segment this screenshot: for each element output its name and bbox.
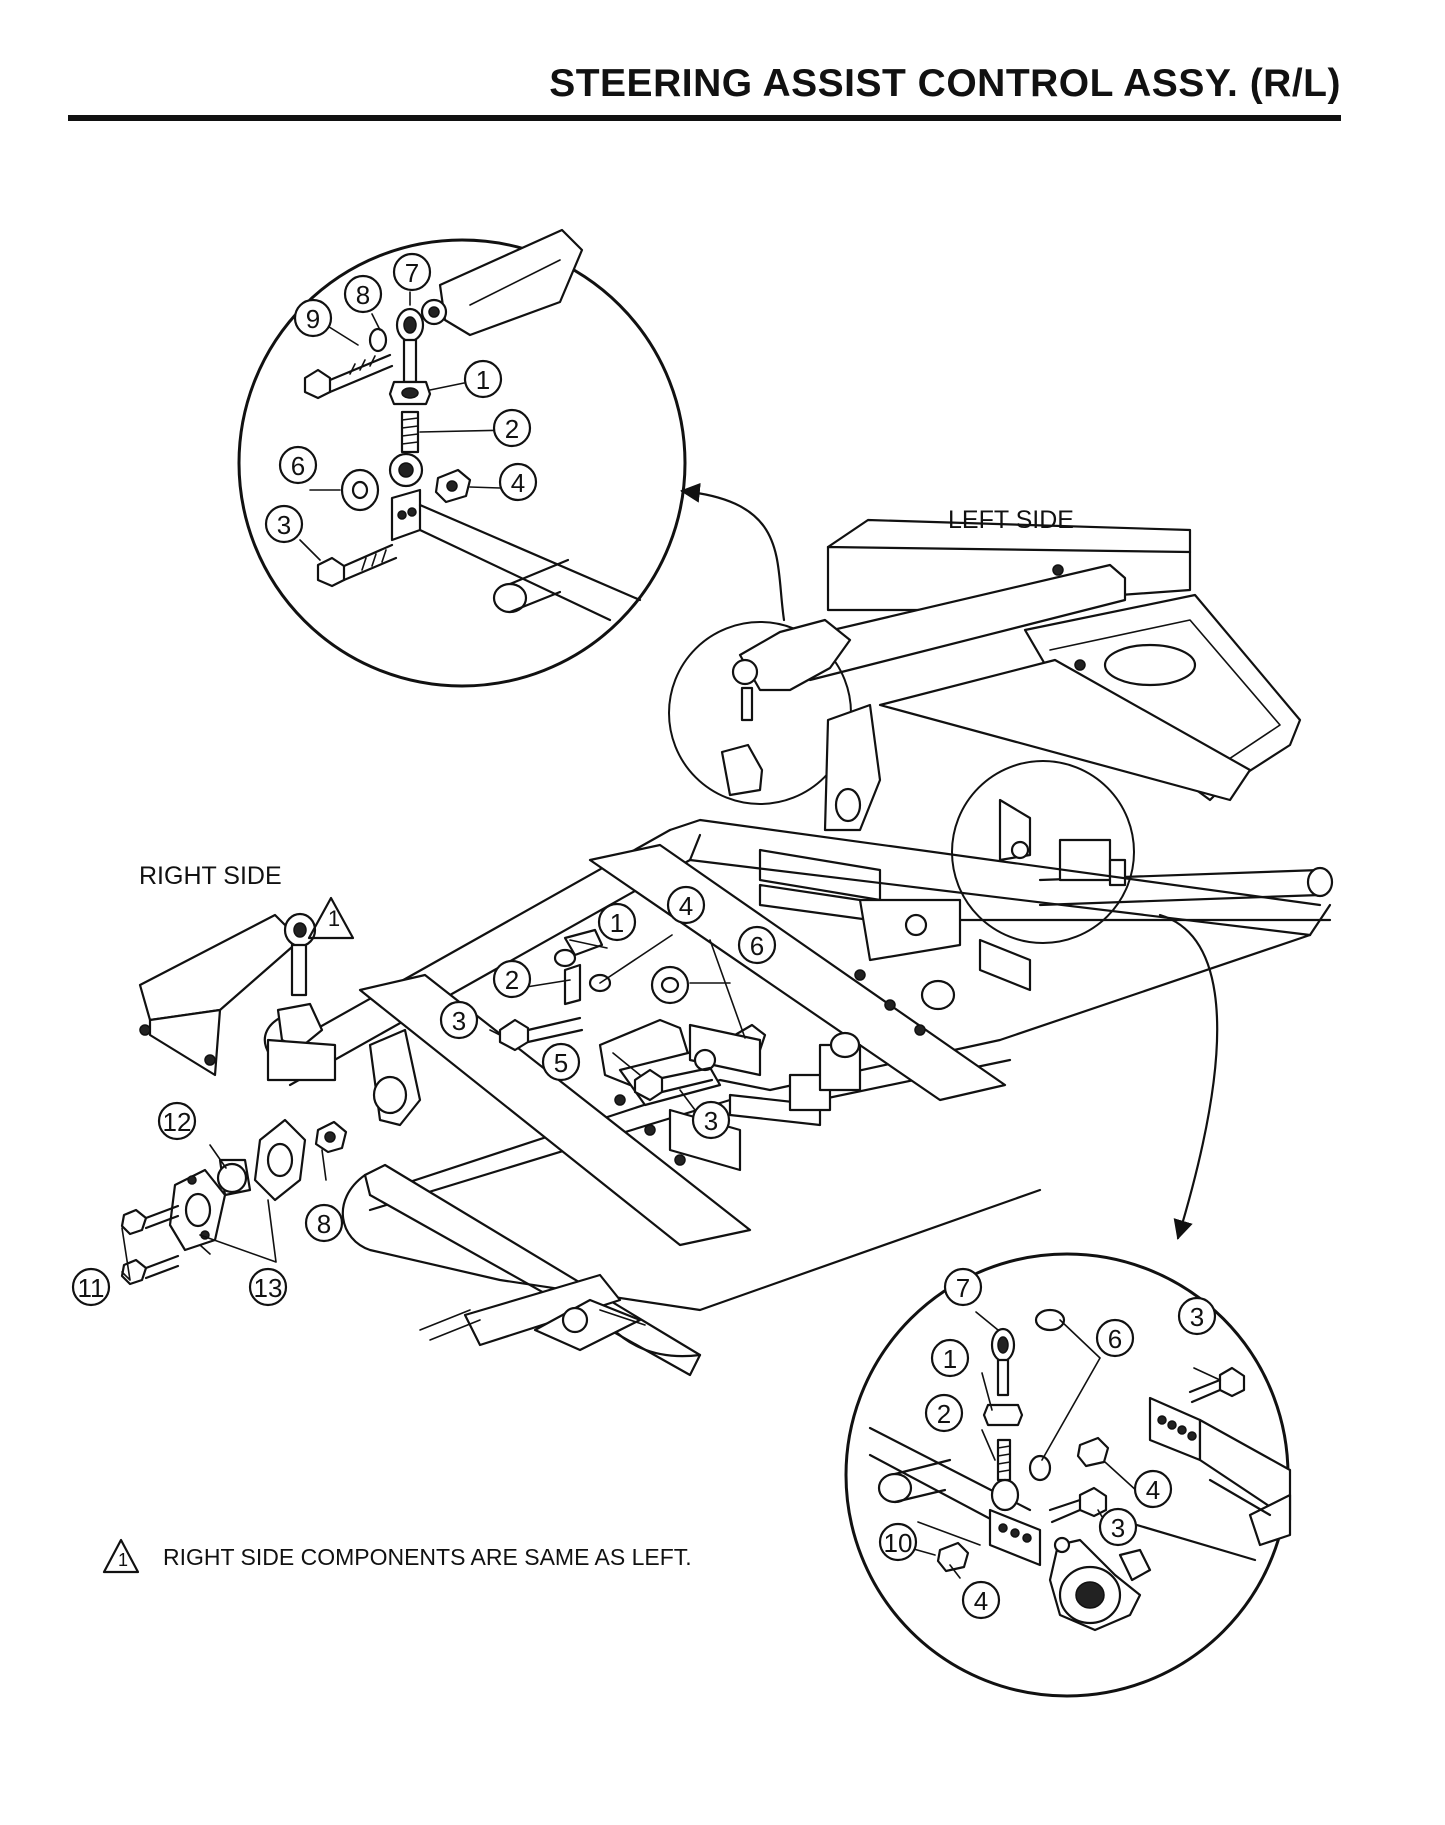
svg-text:1: 1 (118, 1550, 128, 1570)
svg-text:6: 6 (1108, 1324, 1122, 1354)
page-title: STEERING ASSIST CONTROL ASSY. (R/L) (549, 62, 1341, 105)
svg-text:8: 8 (317, 1209, 331, 1239)
svg-text:10: 10 (884, 1528, 913, 1558)
callout-1: 1 (930, 1338, 970, 1378)
callout-3: 3 (691, 1100, 731, 1140)
top-detail-arrow (680, 482, 786, 622)
svg-text:4: 4 (1146, 1475, 1160, 1505)
svg-text:3: 3 (1190, 1302, 1204, 1332)
title-divider (68, 115, 1341, 121)
svg-text:13: 13 (254, 1273, 283, 1303)
top-detail-callouts: 9 8 7 1 2 6 4 3 (264, 252, 538, 544)
callout-8: 8 (304, 1203, 344, 1243)
svg-text:2: 2 (937, 1399, 951, 1429)
callout-13: 13 (248, 1267, 288, 1307)
callout-6: 6 (1095, 1318, 1135, 1358)
callout-3: 3 (264, 504, 304, 544)
callout-3: 3 (1177, 1296, 1217, 1336)
svg-text:1: 1 (610, 908, 624, 938)
callout-4: 4 (961, 1580, 1001, 1620)
svg-text:1: 1 (328, 906, 340, 931)
right-side-note-marker: 1 (307, 896, 355, 940)
callout-3: 3 (1098, 1507, 1138, 1547)
callout-5: 5 (541, 1042, 581, 1082)
svg-text:3: 3 (1111, 1513, 1125, 1543)
callout-7: 7 (392, 252, 432, 292)
svg-text:4: 4 (679, 891, 693, 921)
callout-11: 11 (71, 1267, 111, 1307)
svg-text:1: 1 (943, 1344, 957, 1374)
svg-text:8: 8 (356, 280, 370, 310)
note-marker: 1 (102, 1538, 140, 1574)
callout-12: 12 (157, 1101, 197, 1141)
svg-text:2: 2 (505, 414, 519, 444)
svg-text:3: 3 (452, 1006, 466, 1036)
svg-text:7: 7 (956, 1273, 970, 1303)
callout-4: 4 (498, 462, 538, 502)
callout-6: 6 (278, 445, 318, 485)
callout-2: 2 (924, 1393, 964, 1433)
svg-text:2: 2 (505, 965, 519, 995)
top-detail-view (237, 228, 687, 688)
callout-8: 8 (343, 274, 383, 314)
main-assembly-callouts: 1 4 6 2 3 5 3 12 8 11 13 (71, 885, 777, 1307)
callout-7: 7 (943, 1267, 983, 1307)
svg-text:4: 4 (974, 1586, 988, 1616)
callout-3: 3 (439, 1000, 479, 1040)
svg-text:6: 6 (750, 931, 764, 961)
bottom-detail-arrow (1158, 913, 1219, 1240)
callout-9: 9 (293, 298, 333, 338)
main-assembly-view (120, 518, 1334, 1377)
svg-text:3: 3 (704, 1106, 718, 1136)
callout-2: 2 (492, 408, 532, 448)
callout-1: 1 (597, 902, 637, 942)
svg-text:7: 7 (405, 258, 419, 288)
bottom-detail-view (844, 1252, 1292, 1698)
svg-text:4: 4 (511, 468, 525, 498)
left-side-label: LEFT SIDE (948, 506, 1074, 534)
svg-text:1: 1 (476, 365, 490, 395)
callout-1: 1 (463, 359, 503, 399)
callout-4: 4 (666, 885, 706, 925)
bottom-detail-callouts: 7 1 6 3 2 4 3 10 4 (878, 1267, 1217, 1620)
callout-2: 2 (492, 959, 532, 999)
svg-text:3: 3 (277, 510, 291, 540)
note-text: RIGHT SIDE COMPONENTS ARE SAME AS LEFT. (163, 1544, 692, 1570)
svg-text:5: 5 (554, 1048, 568, 1078)
right-side-label: RIGHT SIDE (139, 862, 282, 890)
callout-6: 6 (737, 925, 777, 965)
callout-4: 4 (1133, 1469, 1173, 1509)
svg-text:6: 6 (291, 451, 305, 481)
svg-text:12: 12 (163, 1107, 192, 1137)
svg-text:11: 11 (78, 1273, 105, 1303)
callout-10: 10 (878, 1522, 918, 1562)
svg-text:9: 9 (306, 304, 320, 334)
